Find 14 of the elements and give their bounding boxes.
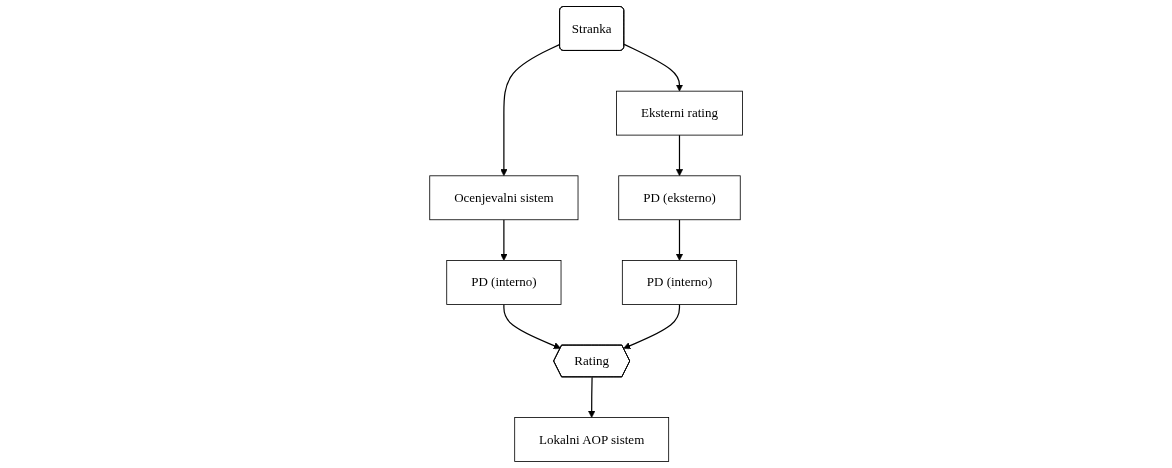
node-box: Eksterni rating bbox=[616, 90, 743, 136]
node-box: PD (eksterno) bbox=[618, 175, 741, 221]
node-box: PD (interno) bbox=[446, 260, 562, 305]
node-box: Lokalni AOP sistem bbox=[514, 417, 669, 462]
arrow bbox=[623, 43, 683, 92]
arrow bbox=[675, 219, 683, 261]
arrow bbox=[623, 303, 680, 350]
arrow bbox=[500, 43, 561, 177]
node-box: PD (interno) bbox=[621, 260, 737, 305]
arrow bbox=[588, 376, 596, 418]
arrow bbox=[675, 134, 683, 177]
arrow bbox=[500, 219, 508, 261]
arrow bbox=[503, 303, 561, 350]
node-box: Ocenjevalni sistem bbox=[429, 175, 579, 221]
